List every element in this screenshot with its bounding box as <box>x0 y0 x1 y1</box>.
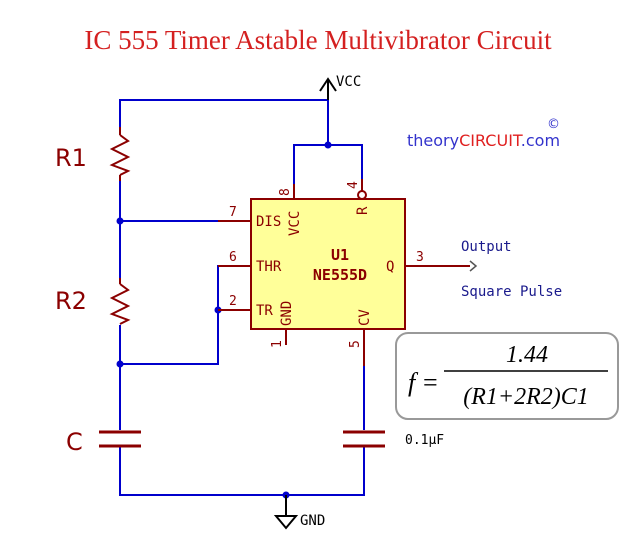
c-label: C <box>66 428 83 456</box>
r1-label: R1 <box>55 144 87 172</box>
pin-3-number: 3 <box>416 250 424 265</box>
pin-2-number: 2 <box>229 294 237 309</box>
formula-equals: = <box>423 368 438 397</box>
output-flag-icon <box>469 260 478 272</box>
junctions <box>116 141 332 499</box>
capacitor-c-icon <box>99 430 141 448</box>
cv-cap-label: 0.1µF <box>405 433 444 448</box>
ic-body <box>250 198 406 330</box>
formula-numerator: 1.44 <box>506 342 548 368</box>
junction-dis <box>116 217 124 225</box>
output-label: Output <box>461 239 512 255</box>
pin-4-number: 4 <box>346 181 361 189</box>
r2-label: R2 <box>55 287 87 315</box>
watermark-prefix: theory <box>407 131 459 150</box>
ic-ref: U1 <box>331 246 349 264</box>
vcc-power-icon <box>319 77 337 100</box>
resistor-r1-icon <box>109 127 131 181</box>
input-pin-stubs <box>218 220 250 311</box>
square-pulse-label: Square Pulse <box>461 284 562 300</box>
pin-cv-name: CV <box>357 309 373 326</box>
watermark-suffix: .com <box>521 131 560 150</box>
pin-q-name: Q <box>386 259 394 275</box>
pin-dis-name: DIS <box>256 214 281 230</box>
junction-vcc <box>324 141 332 149</box>
threshold-node-wire <box>119 265 250 365</box>
formula-f: f <box>408 368 419 397</box>
pin-thr-name: THR <box>256 259 282 275</box>
reset-bubble-icon <box>357 190 367 200</box>
pin-1-number: 1 <box>270 340 285 348</box>
pin-5-number: 5 <box>348 340 363 348</box>
vcc-wire <box>119 99 329 145</box>
vcc-label: VCC <box>336 74 361 90</box>
pin-reset-name: R <box>355 206 371 215</box>
capacitor-cv-icon <box>343 430 385 448</box>
watermark-highlight: CIRCUIT <box>459 131 523 150</box>
pin-tr-name: TR <box>256 303 273 319</box>
pin-vcc-name: VCC <box>287 211 303 236</box>
copyright-symbol: © <box>547 117 560 132</box>
ic-part: NE555D <box>313 266 367 284</box>
pin-8-number: 8 <box>278 188 293 196</box>
junction-c <box>116 360 124 368</box>
circuit-title: IC 555 Timer Astable Multivibrator Circu… <box>84 25 552 55</box>
vcc-reset-wire <box>293 144 363 184</box>
formula-box <box>395 332 619 420</box>
formula-denominator: (R1+2R2)C1 <box>463 384 589 410</box>
pin-gnd-name: GND <box>279 301 295 326</box>
pin-6-number: 6 <box>229 250 237 265</box>
ground-icon <box>273 495 299 530</box>
ground-rail <box>119 446 365 496</box>
resistor-r2-icon <box>109 278 131 325</box>
gnd-label: GND <box>300 513 325 529</box>
site-watermark: theoryCIRCUIT.com <box>407 131 560 150</box>
pin-7-number: 7 <box>229 205 237 220</box>
